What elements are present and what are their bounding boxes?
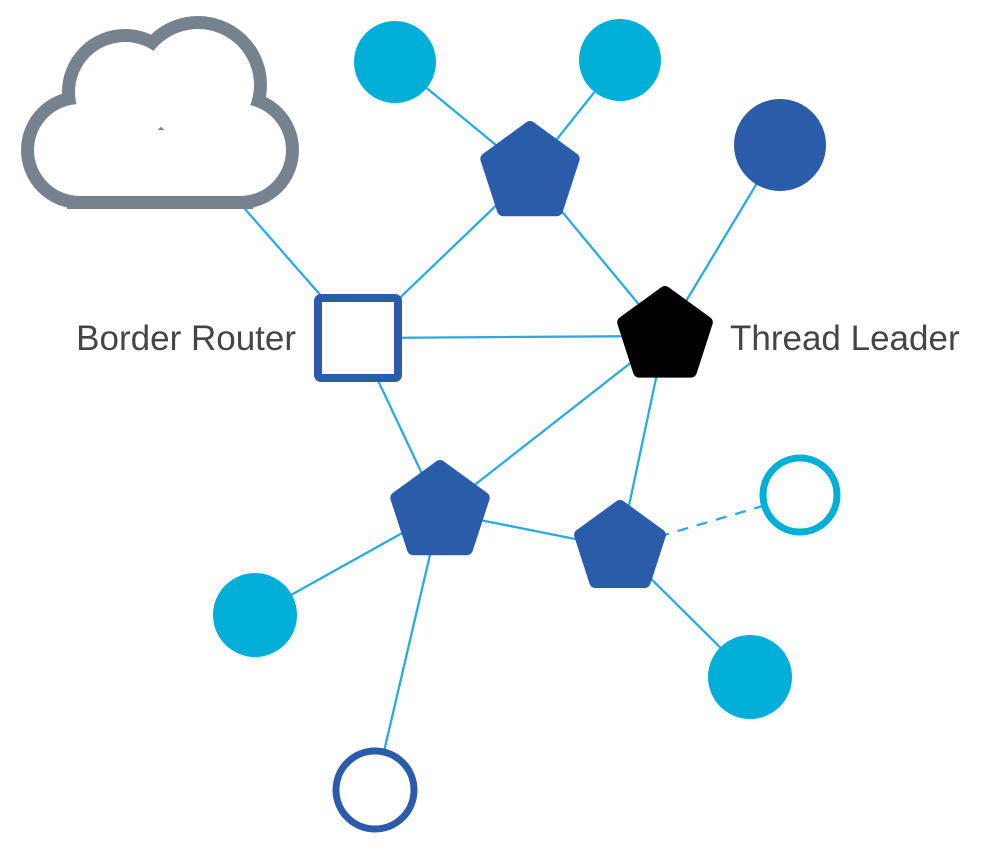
link-border-router--thread-leader — [357, 334, 666, 340]
thread-leader-label: Thread Leader — [730, 319, 960, 358]
border-router-label: Border Router — [76, 319, 296, 358]
link-thread-leader--router-left — [439, 335, 666, 513]
router-top — [480, 121, 580, 217]
thread-leader — [617, 286, 713, 378]
link-router-left--end-device-bottom — [373, 511, 442, 791]
end-device-top-middle — [579, 19, 661, 101]
border-router — [314, 294, 402, 382]
end-device-bottom-left — [213, 573, 297, 657]
end-device-top-right — [734, 99, 826, 191]
internet-cloud — [21, 16, 299, 209]
router-right — [574, 500, 666, 588]
end-device-bottom-right — [708, 635, 792, 719]
end-device-bottom — [332, 747, 418, 833]
end-device-top-left — [354, 21, 436, 103]
router-left — [390, 460, 490, 556]
sleepy-end-device-right — [759, 454, 841, 536]
